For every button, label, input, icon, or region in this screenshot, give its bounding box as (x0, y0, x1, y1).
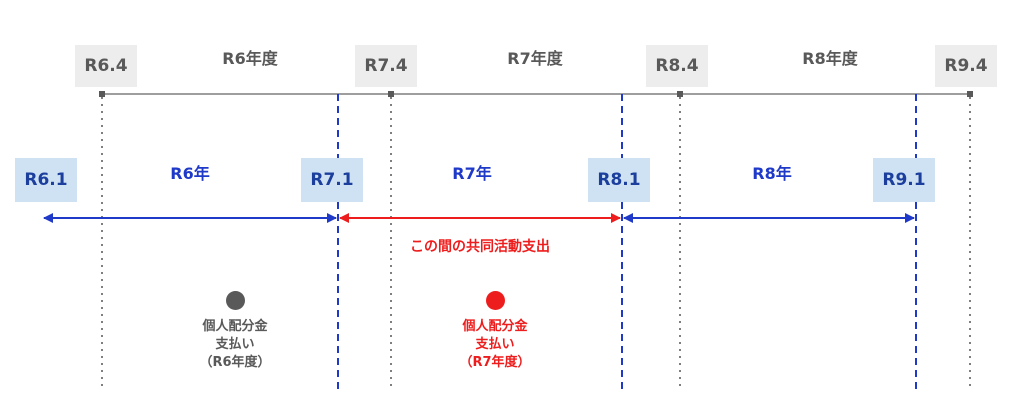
payment-note-line: 支払い (475, 337, 515, 352)
fiscal-tick-label: R7.4 (355, 45, 417, 87)
payment-note-line: （R6年度） (199, 355, 271, 370)
fiscal-span-label: R7年度 (507, 49, 563, 68)
fiscal-tick-r8-4 (677, 91, 683, 97)
red-circle-icon (486, 291, 505, 310)
fiscal-tick-r7-4 (388, 91, 394, 97)
gray-circle-icon (226, 291, 245, 310)
fiscal-tick-r9-4 (967, 91, 973, 97)
payment-note-r6: 個人配分金 支払い （R6年度） (175, 318, 295, 372)
payment-note-line: 個人配分金 (462, 319, 528, 334)
fiscal-span-label: R8年度 (802, 49, 858, 68)
calendar-span-label: R6年 (170, 164, 210, 183)
payment-note-line: 個人配分金 (202, 319, 268, 334)
fiscal-span-label: R6年度 (222, 49, 278, 68)
fiscal-tick-label: R8.4 (646, 45, 708, 87)
between-label: この間の共同活動支出 (410, 239, 550, 255)
calendar-tick-label: R9.1 (873, 158, 935, 202)
payment-note-line: 支払い (215, 337, 255, 352)
payment-note-r7: 個人配分金 支払い （R7年度） (435, 318, 555, 372)
calendar-tick-label: R6.1 (15, 158, 77, 202)
fiscal-tick-label: R9.4 (935, 45, 997, 87)
fiscal-tick-label: R6.4 (75, 45, 137, 87)
calendar-tick-label: R8.1 (588, 158, 650, 202)
payment-note-line: （R7年度） (459, 355, 531, 370)
calendar-tick-label: R7.1 (301, 158, 363, 202)
calendar-span-label: R7年 (452, 164, 492, 183)
fiscal-tick-r6-4 (99, 91, 105, 97)
calendar-span-label: R8年 (752, 164, 792, 183)
